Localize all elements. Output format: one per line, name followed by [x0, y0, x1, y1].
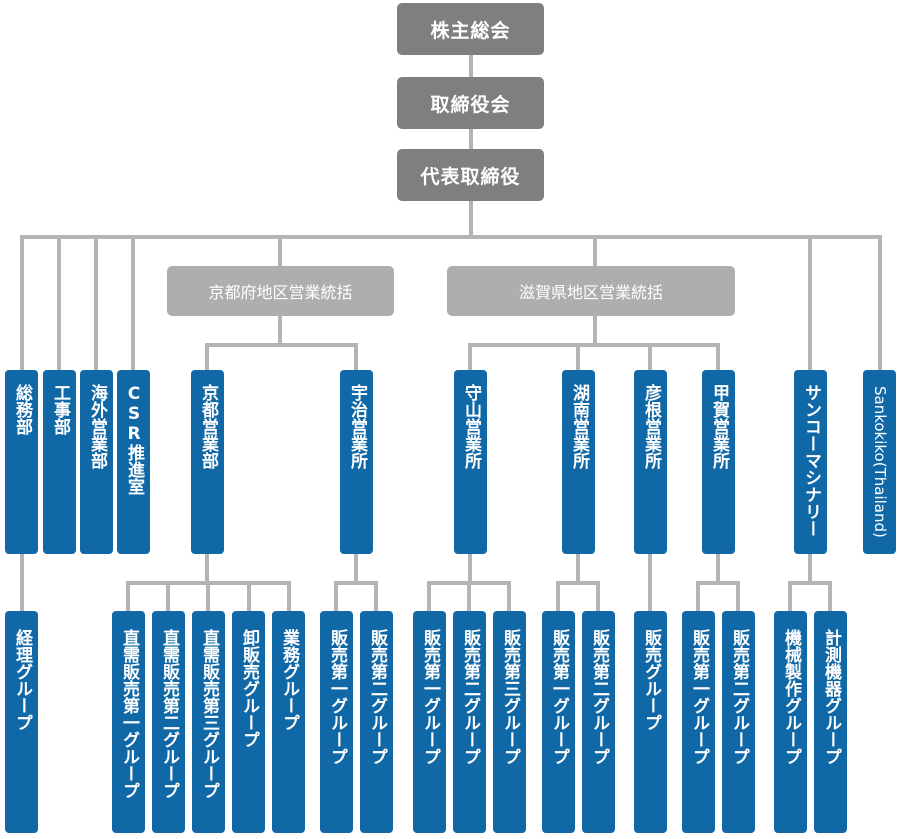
kyoto-sales-dept-box: 京都営業部 [191, 370, 224, 554]
uji-sales-2-label: 販売第二グループ [367, 629, 387, 765]
business-group-box: 業務グループ [272, 611, 305, 833]
sankokiko-thailand-box: Sankokiko(Thailand) [863, 370, 896, 554]
shareholders-meeting-label: 株主総会 [430, 19, 511, 42]
wholesale-group-label: 卸販売グループ [239, 629, 259, 748]
uji-office-box: 宇治営業所 [340, 370, 373, 554]
konan-office-label: 湖南営業所 [569, 384, 589, 469]
direct-sales-3-box: 直需販売第三グループ [192, 611, 225, 833]
board-of-directors-box: 取締役会 [397, 77, 544, 129]
direct-sales-2-label: 直需販売第二グループ [159, 629, 179, 799]
kyoto-region-box: 京都府地区営業統括 [167, 266, 394, 316]
direct-sales-3-label: 直需販売第三グループ [199, 629, 219, 799]
general-affairs-label: 総務部 [12, 384, 32, 435]
hikone-sales-box: 販売グループ [634, 611, 667, 833]
konan-office-box: 湖南営業所 [562, 370, 595, 554]
uji-sales-1-box: 販売第一グループ [320, 611, 353, 833]
sankokiko-thailand-label: Sankokiko(Thailand) [871, 386, 889, 538]
uji-sales-2-box: 販売第二グループ [360, 611, 393, 833]
moriyama-sales-3-box: 販売第三グループ [493, 611, 526, 833]
moriyama-office-box: 守山営業所 [454, 370, 487, 554]
koka-sales-1-box: 販売第一グループ [682, 611, 715, 833]
koka-office-label: 甲賀営業所 [709, 384, 729, 469]
measuring-instruments-label: 計測機器グループ [821, 629, 841, 765]
konan-sales-2-box: 販売第二グループ [582, 611, 615, 833]
construction-label: 工事部 [50, 384, 70, 435]
shiga-region-label: 滋賀県地区営業統括 [518, 283, 663, 302]
kyoto-sales-dept-label: 京都営業部 [198, 384, 218, 469]
machine-manufacturing-label: 機械製作グループ [781, 629, 801, 765]
moriyama-sales-3-label: 販売第三グループ [500, 629, 520, 765]
konan-sales-1-box: 販売第一グループ [542, 611, 575, 833]
shareholders-meeting-box: 株主総会 [397, 3, 544, 55]
board-of-directors-label: 取締役会 [430, 93, 511, 116]
direct-sales-1-label: 直需販売第一グループ [119, 629, 139, 799]
representative-director-box: 代表取締役 [397, 149, 544, 201]
koka-office-box: 甲賀営業所 [702, 370, 735, 554]
koka-sales-2-box: 販売第二グループ [722, 611, 755, 833]
hikone-office-box: 彦根営業所 [634, 370, 667, 554]
kyoto-region-label: 京都府地区営業統括 [208, 283, 353, 302]
direct-sales-1-box: 直需販売第一グループ [112, 611, 145, 833]
sanko-machinery-label: サンコーマシナリー [801, 384, 821, 537]
moriyama-sales-2-box: 販売第二グループ [453, 611, 486, 833]
accounting-group-label: 経理グループ [12, 629, 32, 731]
shiga-region-box: 滋賀県地区営業統括 [447, 266, 735, 316]
wholesale-group-box: 卸販売グループ [232, 611, 265, 833]
sanko-machinery-box: サンコーマシナリー [794, 370, 827, 554]
koka-sales-1-label: 販売第一グループ [689, 629, 709, 765]
machine-manufacturing-box: 機械製作グループ [774, 611, 807, 833]
uji-sales-1-label: 販売第一グループ [327, 629, 347, 765]
overseas-sales-box: 海外営業部 [80, 370, 113, 554]
csr-office-label: CSR推進室 [124, 384, 144, 495]
hikone-sales-label: 販売グループ [641, 629, 661, 731]
moriyama-sales-1-box: 販売第一グループ [413, 611, 446, 833]
construction-box: 工事部 [43, 370, 76, 554]
business-group-label: 業務グループ [279, 629, 299, 731]
moriyama-sales-2-label: 販売第二グループ [460, 629, 480, 765]
uji-office-label: 宇治営業所 [347, 384, 367, 469]
hikone-office-label: 彦根営業所 [641, 384, 661, 469]
moriyama-sales-1-label: 販売第一グループ [420, 629, 440, 765]
konan-sales-2-label: 販売第二グループ [589, 629, 609, 765]
representative-director-label: 代表取締役 [420, 165, 521, 188]
csr-office-box: CSR推進室 [117, 370, 150, 554]
general-affairs-box: 総務部 [5, 370, 38, 554]
moriyama-office-label: 守山営業所 [461, 384, 481, 469]
direct-sales-2-box: 直需販売第二グループ [152, 611, 185, 833]
accounting-group-box: 経理グループ [5, 611, 38, 833]
konan-sales-1-label: 販売第一グループ [549, 629, 569, 765]
overseas-sales-label: 海外営業部 [87, 384, 107, 469]
koka-sales-2-label: 販売第二グループ [729, 629, 749, 765]
measuring-instruments-box: 計測機器グループ [814, 611, 847, 833]
